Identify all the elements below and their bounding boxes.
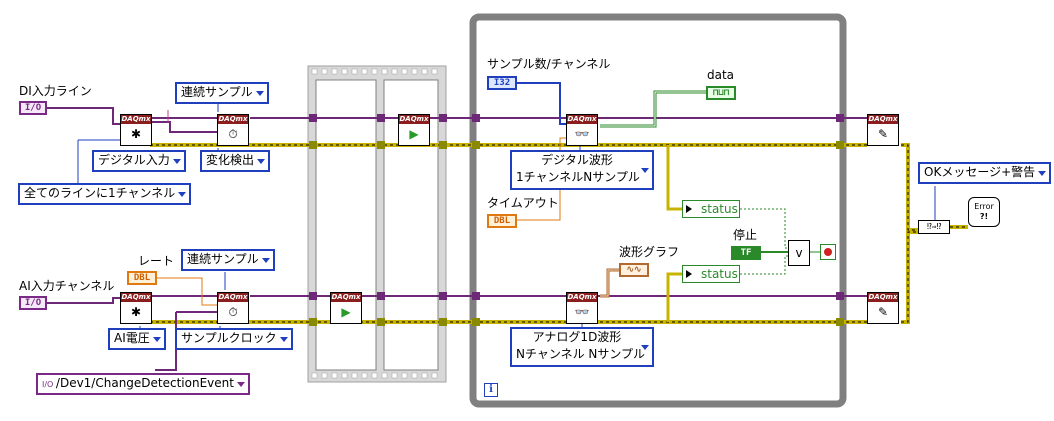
simple-error-handler-vi[interactable]: Error ?! [968, 197, 1000, 227]
io-icon: I/O [42, 380, 56, 389]
di-timing-vi[interactable]: DAQmx⏱ [217, 114, 249, 146]
warning-icon: ?! [979, 212, 989, 221]
di-lines-terminal[interactable]: I/O [19, 101, 47, 115]
digital-waveform-icon: ⊓⊔⊓ [712, 88, 730, 98]
di-start-task-vi[interactable]: DAQmx▶ [398, 114, 430, 146]
eraser-icon: ✎ [877, 305, 889, 319]
or-compound-node[interactable]: v [788, 240, 810, 266]
di-type-selector[interactable]: デジタル入力 [92, 150, 186, 172]
rate-terminal[interactable]: DBL [127, 271, 157, 285]
while-loop-structure[interactable] [469, 13, 847, 408]
data-label: data [707, 68, 735, 82]
rate-label: レート [138, 254, 175, 268]
glasses-icon: 👓 [574, 127, 590, 141]
timeout-label: タイムアウト [487, 196, 559, 210]
samples-per-channel-terminal[interactable]: I32 [487, 76, 517, 90]
unbundle-icon [686, 270, 692, 278]
ai-clear-task-vi[interactable]: DAQmx✎ [867, 292, 899, 324]
unbundle-status-analog[interactable]: status [682, 265, 740, 283]
ai-channels-terminal[interactable]: I/O [19, 296, 47, 310]
ai-sample-mode-constant[interactable]: 連続サンプル [181, 249, 275, 271]
waveform-graph-label: 波形グラフ [619, 245, 680, 259]
tunnels [309, 114, 844, 326]
change-detect-selector[interactable]: 変化検出 [200, 150, 271, 172]
chevron-down-icon [255, 91, 264, 96]
control-wires [77, 82, 936, 338]
chevron-down-icon [641, 345, 649, 350]
ai-type-selector[interactable]: AI電圧 [108, 328, 166, 350]
unbundle-status-digital[interactable]: status [682, 200, 740, 218]
di-read-vi[interactable]: DAQmx👓 [566, 114, 598, 146]
stop-icon [824, 248, 832, 256]
chevron-down-icon [261, 258, 270, 263]
create-channel-icon: ✱ [130, 127, 142, 141]
waveform-graph-indicator[interactable]: ∿∿ [619, 263, 649, 277]
chevron-down-icon [178, 192, 187, 197]
data-indicator[interactable]: ⊓⊔⊓ [706, 86, 736, 100]
chevron-down-icon [257, 159, 266, 164]
play-icon: ▶ [409, 127, 419, 141]
stop-terminal[interactable]: TF [731, 246, 761, 260]
stop-label: 停止 [733, 228, 758, 242]
ai-start-task-vi[interactable]: DAQmx▶ [330, 292, 362, 324]
chevron-down-icon [1038, 171, 1047, 176]
error-option-constant[interactable]: OKメッセージ+警告 [918, 162, 1052, 184]
sample-clock-selector[interactable]: サンプルクロック [175, 328, 293, 350]
create-channel-icon: ✱ [130, 305, 142, 319]
clock-source-constant[interactable]: I/O /Dev1/ChangeDetectionEvent [36, 373, 250, 395]
unbundle-icon [686, 205, 692, 213]
di-create-channel-vi[interactable]: DAQmx✱ [120, 114, 152, 146]
iteration-terminal[interactable]: i [484, 383, 498, 397]
chevron-down-icon [641, 168, 649, 173]
loop-stop-terminal[interactable] [820, 244, 836, 260]
play-icon: ▶ [341, 305, 351, 319]
clock-icon: ⏱ [228, 127, 238, 141]
chevron-down-icon [172, 159, 181, 164]
merge-icon: ⁉⇒⁉ [926, 222, 942, 231]
merge-errors-node[interactable]: ⁉⇒⁉ [918, 220, 950, 234]
ai-create-channel-vi[interactable]: DAQmx✱ [120, 292, 152, 324]
di-lines-label: DI入力ライン [19, 84, 92, 98]
chevron-down-icon [152, 337, 161, 342]
ai-channels-label: AI入力チャンネル [19, 279, 115, 293]
chevron-down-icon [236, 382, 245, 387]
ai-timing-vi[interactable]: DAQmx⏱ [217, 292, 249, 324]
line-grouping-constant[interactable]: 全てのラインに1チャンネル [18, 183, 192, 205]
timeout-terminal[interactable]: DBL [487, 214, 517, 228]
clock-icon: ⏱ [228, 305, 238, 319]
glasses-icon: 👓 [574, 305, 590, 319]
ai-read-vi[interactable]: DAQmx👓 [566, 292, 598, 324]
chevron-down-icon [279, 337, 288, 342]
eraser-icon: ✎ [877, 127, 889, 141]
di-sample-mode-constant[interactable]: 連続サンプル [175, 82, 269, 104]
di-clear-task-vi[interactable]: DAQmx✎ [867, 114, 899, 146]
samples-per-channel-label: サンプル数/チャンネル [487, 57, 611, 71]
waveform-icon: ∿∿ [626, 265, 642, 275]
